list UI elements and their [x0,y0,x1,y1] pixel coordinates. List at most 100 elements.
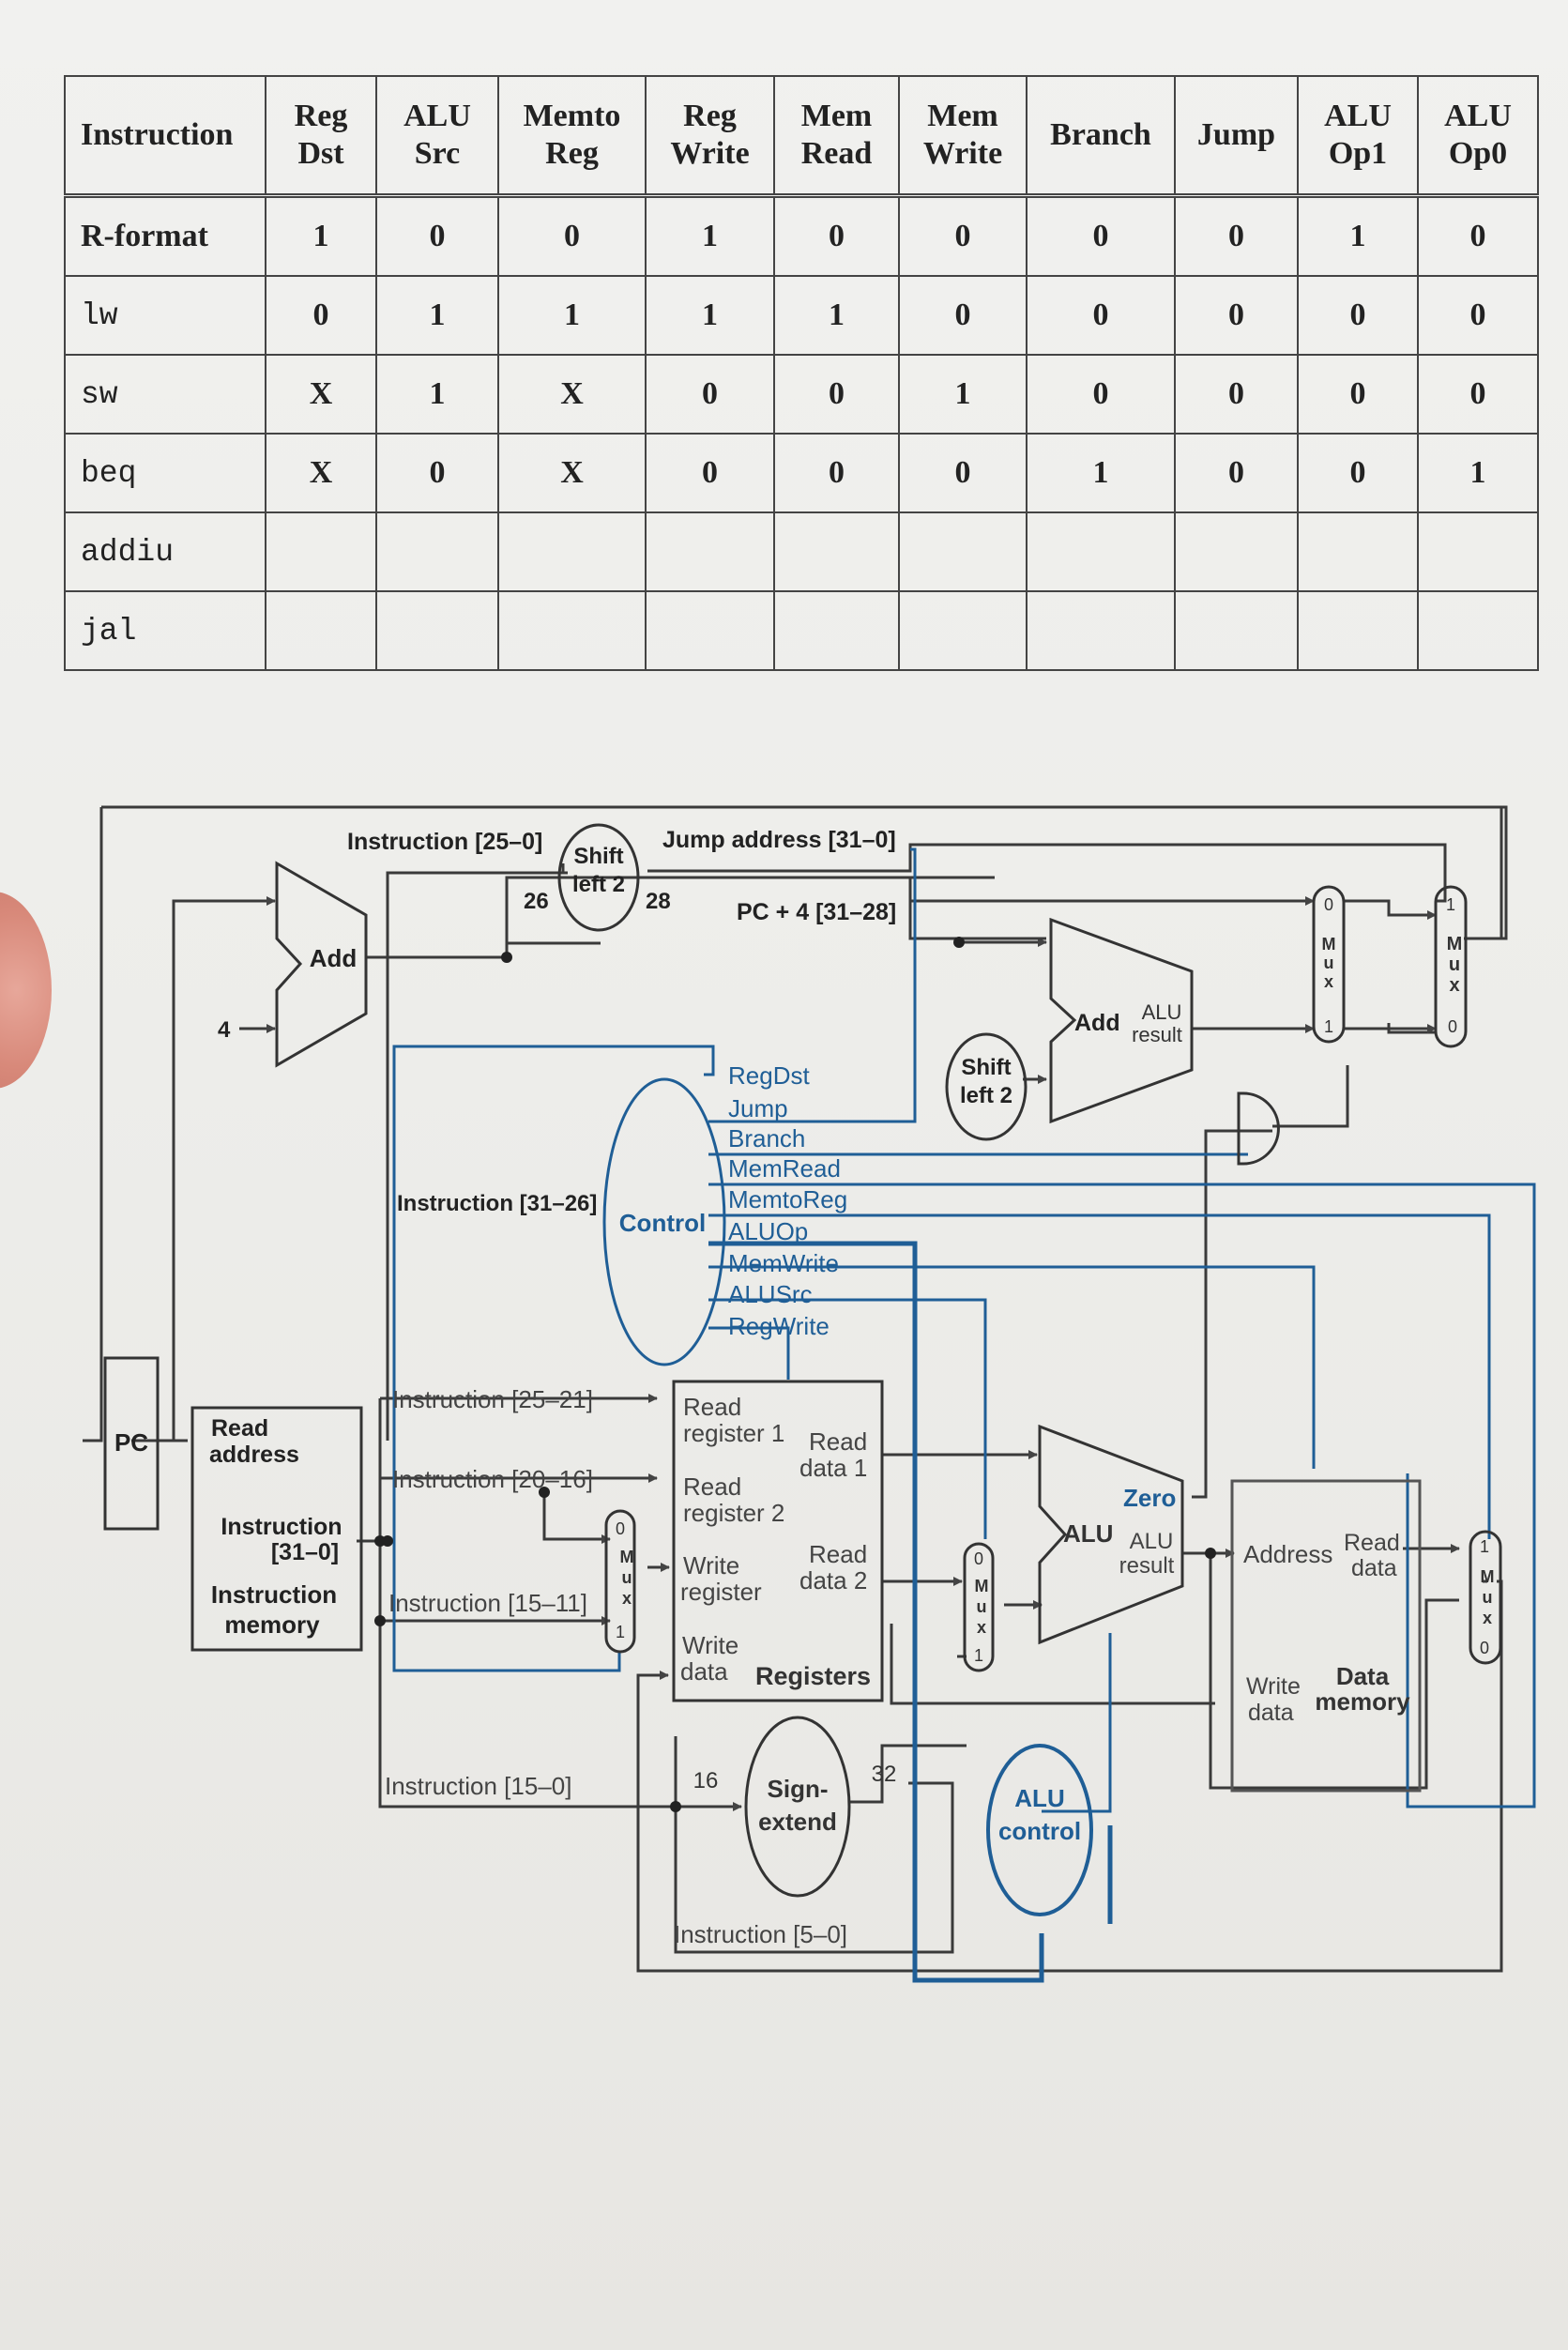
shift2-line1: Shift [961,1055,1011,1080]
signal-value-cell[interactable] [1174,511,1299,592]
memtoreg-mux-1: 1 [1480,1537,1489,1556]
signal-value-cell[interactable] [1297,511,1419,592]
branch-mux-m: M [1322,935,1336,954]
signal-value-cell[interactable]: 1 [645,275,775,356]
signal-value-cell[interactable]: 0 [773,354,900,435]
table-row: jal [64,590,1539,671]
signal-value-cell[interactable] [773,590,900,671]
shift2-line2: left 2 [960,1083,1012,1108]
signal-value-cell[interactable] [265,590,377,671]
signal-value-cell[interactable]: 0 [1174,275,1299,356]
signal-value-cell[interactable] [1417,590,1539,671]
instruction-name-cell: jal [64,590,266,671]
signal-value-cell[interactable]: 0 [645,433,775,513]
signal-value-cell[interactable]: X [265,433,377,513]
signal-value-cell[interactable] [497,511,647,592]
signal-value-cell[interactable]: 0 [375,433,499,513]
signal-value-cell[interactable] [497,590,647,671]
control-signal-label: MemtoReg [728,1185,847,1213]
signal-value-cell[interactable] [773,511,900,592]
signal-value-cell[interactable]: X [497,354,647,435]
control-signal-label: RegDst [728,1061,810,1090]
jump-mux-m: M [1447,934,1463,954]
signal-value-cell[interactable]: 0 [898,433,1028,513]
column-header-line: Reg [545,136,599,171]
memtoreg-mux-0: 0 [1480,1639,1489,1657]
alusrc-mux-u: u [977,1597,987,1616]
alu-result-b: result [1119,1553,1175,1579]
wire-junctions [374,937,1216,1812]
signal-value-cell[interactable]: 0 [1026,275,1176,356]
label-instr-25-21: Instruction [25–21] [392,1385,593,1413]
signal-value-cell[interactable] [265,511,377,592]
signal-value-cell[interactable]: 1 [773,275,900,356]
signal-value-cell[interactable] [1417,511,1539,592]
signal-value-cell[interactable]: 1 [375,354,499,435]
signal-value-cell[interactable]: 1 [898,354,1028,435]
regs-readdata2-a: Read [809,1540,867,1568]
control-signal-label: Branch [728,1124,805,1152]
signal-value-cell[interactable]: 1 [497,275,647,356]
signal-value-cell[interactable]: 0 [265,275,377,356]
signal-value-cell[interactable] [898,511,1028,592]
jump-mux-0: 0 [1448,1017,1457,1036]
jump-mux-1: 1 [1446,895,1455,914]
signal-value-cell[interactable] [1026,590,1176,671]
alu-result-a: ALU [1130,1529,1174,1554]
signal-value-cell[interactable] [1174,590,1299,671]
signal-value-cell[interactable] [645,590,775,671]
regs-readdata1-b: data 1 [799,1454,867,1482]
signal-value-cell[interactable]: 0 [898,275,1028,356]
signal-value-cell[interactable]: 0 [1297,354,1419,435]
signal-value-cell[interactable]: 0 [898,194,1028,277]
signal-value-cell[interactable]: 0 [1174,433,1299,513]
signal-value-cell[interactable]: 0 [1297,275,1419,356]
signal-value-cell[interactable]: 1 [375,275,499,356]
signal-value-cell[interactable] [375,590,499,671]
branch-adder [1049,917,1194,1124]
signal-value-cell[interactable] [375,511,499,592]
imem-title1: Instruction [211,1580,337,1609]
signal-value-cell[interactable]: 1 [1417,433,1539,513]
signal-value-cell[interactable]: 1 [645,194,775,277]
signal-value-cell[interactable]: 0 [1417,194,1539,277]
memtoreg-mux-m: M [1481,1567,1495,1586]
dmem-address: Address [1243,1540,1332,1568]
regdst-mux [604,1509,636,1654]
signal-value-cell[interactable]: X [497,433,647,513]
signal-value-cell[interactable]: X [265,354,377,435]
signal-value-cell[interactable]: 0 [1026,194,1176,277]
signal-value-cell[interactable] [645,511,775,592]
column-header-line: Memto [523,99,621,133]
signal-value-cell[interactable]: 0 [1297,433,1419,513]
alu-label: ALU [1063,1519,1113,1548]
control-wires [392,847,1536,1983]
branch-mux-x: x [1324,972,1333,991]
signal-value-cell[interactable] [1026,511,1176,592]
signal-value-cell[interactable]: 0 [1417,354,1539,435]
signal-value-cell[interactable]: 1 [1026,433,1176,513]
signal-value-cell[interactable]: 0 [1417,275,1539,356]
signal-value-cell[interactable]: 0 [375,194,499,277]
signal-value-cell[interactable]: 0 [497,194,647,277]
datapath-wires [83,805,1508,1973]
signal-value-cell[interactable]: 0 [773,433,900,513]
signal-value-cell[interactable]: 0 [1174,194,1299,277]
signal-value-cell[interactable]: 1 [265,194,377,277]
shift-left-2-jump [557,823,640,932]
instruction-memory [190,1406,363,1652]
signal-value-cell[interactable] [1297,590,1419,671]
signal-value-cell[interactable]: 0 [645,354,775,435]
label-instr-25-0: Instruction [25–0] [347,829,542,855]
signal-value-cell[interactable]: 0 [773,194,900,277]
dmem-writedata: data [1248,1700,1294,1726]
column-header: Branch [1026,75,1176,198]
signal-value-cell[interactable]: 0 [1174,354,1299,435]
dmem-title2: memory [1315,1687,1410,1716]
column-header-line: ALU [1324,99,1392,133]
signal-value-cell[interactable] [898,590,1028,671]
signal-value-cell[interactable]: 1 [1297,194,1419,277]
signal-value-cell[interactable]: 0 [1026,354,1176,435]
